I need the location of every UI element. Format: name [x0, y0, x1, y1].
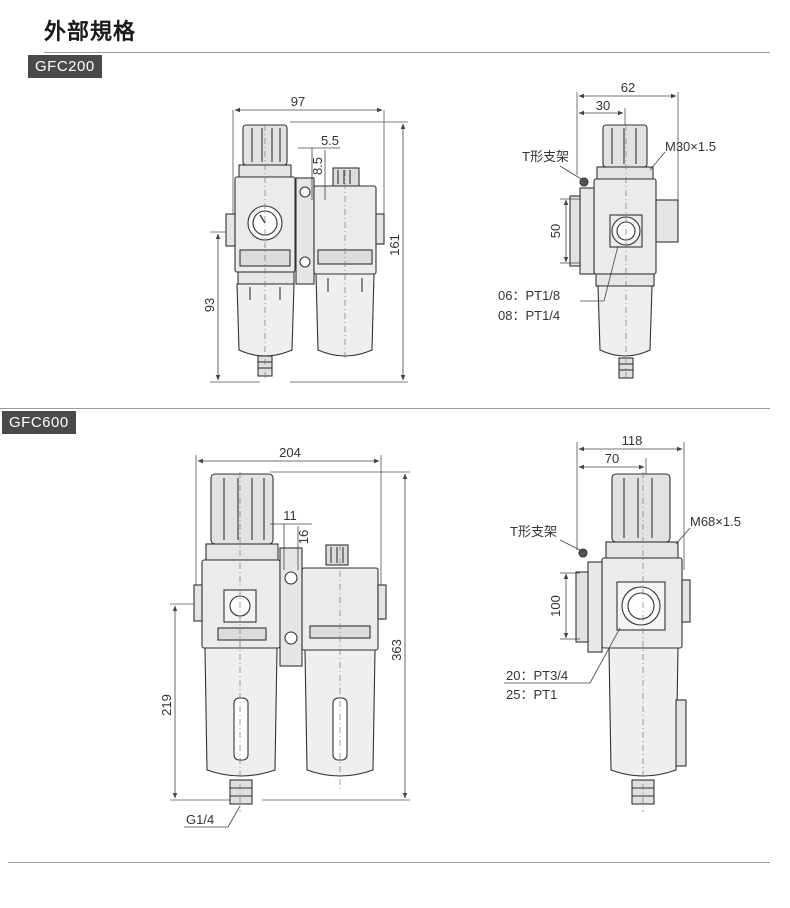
section-tag-gfc600: GFC600: [2, 411, 76, 434]
gfc600-side-view: [575, 442, 691, 812]
gfc600-side-bracket-label: T形支架: [510, 524, 557, 539]
gfc600-side-dimensions: [504, 446, 691, 684]
gfc200-side-bracket-label: T形支架: [522, 149, 569, 164]
gfc200-front-lower-height-label: 93: [202, 298, 217, 312]
gfc600-side-thread-label: M68×1.5: [690, 514, 741, 529]
gfc600-front-view: [170, 455, 410, 812]
gfc600-side-port-2-label: 25：PT1: [506, 687, 557, 702]
gfc200-side-width-a-label: 62: [621, 80, 635, 95]
section-tag-gfc200: GFC200: [28, 55, 102, 78]
gfc200-front-width-label: 97: [291, 94, 305, 109]
gfc200-front-spacing-b-label: 8.5: [310, 157, 325, 175]
gfc200-front-height-label: 161: [387, 234, 402, 256]
gfc600-front-width-label: 204: [279, 445, 301, 460]
gfc200-side-port-1-label: 06：PT1/8: [498, 288, 560, 303]
gfc600-side-width-a-label: 118: [622, 433, 643, 448]
gfc200-front-dimensions: [215, 107, 406, 381]
gfc600-front-height-label: 363: [389, 639, 404, 661]
page-title: 外部規格: [44, 20, 137, 45]
gfc200-front-spacing-a-label: 5.5: [321, 133, 339, 148]
gfc600-front-drain-label: G1/4: [186, 812, 214, 827]
gfc600-side-height-label: 100: [548, 595, 563, 617]
gfc600-front-lower-height-label: 219: [159, 694, 174, 716]
gfc200-side-view: [569, 92, 679, 380]
gfc600-front-dimensions: [172, 458, 408, 828]
gfc200-side-width-b-label: 30: [596, 98, 610, 113]
gfc200-front-view: [210, 110, 408, 383]
gfc200-side-thread-label: M30×1.5: [665, 139, 716, 154]
section-divider-middle: [0, 408, 770, 409]
section-divider-bottom: [8, 862, 770, 863]
gfc600-front-spacing-b-label: 16: [296, 530, 311, 544]
gfc200-side-port-2-label: 08：PT1/4: [498, 308, 560, 323]
gfc600-side-port-1-label: 20：PT3/4: [506, 668, 568, 683]
section-divider-top: [44, 52, 770, 53]
gfc600-front-spacing-a-label: 11: [283, 508, 297, 523]
gfc200-side-dimensions: [559, 93, 677, 302]
gfc200-side-height-label: 50: [548, 224, 563, 238]
gfc600-side-width-b-label: 70: [605, 451, 619, 466]
